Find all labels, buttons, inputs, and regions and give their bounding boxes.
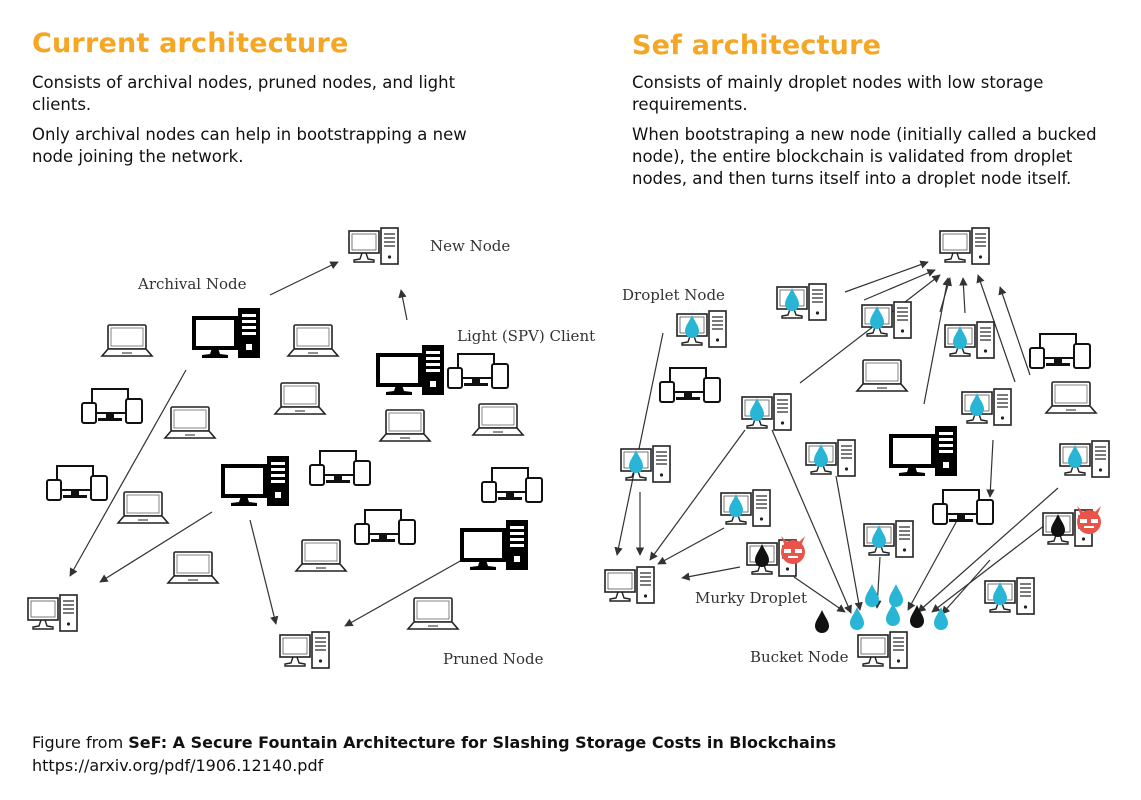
right-paragraph-2: When bootstraping a new node (initially … — [632, 125, 1097, 188]
archival-node-label: Archival Node — [137, 275, 247, 293]
droplet-icon — [850, 607, 864, 630]
new-node-label: New Node — [430, 237, 510, 255]
light-client-label: Light (SPV) Client — [457, 327, 595, 345]
bucket-node-icon — [857, 631, 908, 669]
pruned-node-icon — [279, 631, 330, 669]
left-paragraph-2: Only archival nodes can help in bootstra… — [32, 125, 467, 166]
light-client-icon — [481, 467, 543, 503]
droplet-node-label: Droplet Node — [622, 286, 725, 304]
droplet-node — [720, 489, 771, 527]
laptop-icon — [274, 382, 326, 415]
light-client-icon — [354, 509, 416, 545]
right-arrows-top — [799, 260, 1031, 405]
laptop-icon — [117, 491, 169, 524]
light-client-icon — [447, 353, 509, 389]
bucket-node-icon — [604, 566, 655, 604]
loose-droplets — [815, 584, 948, 633]
paper-title: SeF: A Secure Fountain Architecture for … — [128, 733, 837, 752]
laptop-icon — [1045, 381, 1097, 414]
murky-droplet-label: Murky Droplet — [695, 589, 807, 607]
droplet-icon — [865, 584, 879, 607]
light-client-icon — [81, 388, 143, 424]
droplet-node — [805, 439, 856, 477]
droplet-node — [741, 393, 792, 431]
laptop-icon — [167, 551, 219, 584]
left-arrows — [69, 261, 463, 627]
right-title: Sef architecture — [632, 30, 882, 61]
archival-node-icon — [889, 424, 959, 478]
archival-node-icon — [460, 518, 530, 572]
murky-droplet-node — [746, 535, 806, 577]
light-client-icon — [309, 450, 371, 486]
new-node-icon — [939, 227, 990, 265]
archival-node-icon — [376, 343, 446, 397]
laptop-icon — [164, 406, 216, 439]
left-paragraph-1: Consists of archival nodes, pruned nodes… — [32, 73, 456, 114]
left-diagram: New Node Archival Node Light (SPV) Clien… — [27, 227, 595, 669]
light-client-icon — [46, 465, 108, 501]
laptop-icon — [472, 403, 524, 436]
mask-icon — [1076, 505, 1102, 535]
laptop-icon — [101, 324, 153, 357]
figure-caption: Figure from SeF: A Secure Fountain Archi… — [32, 731, 836, 777]
droplet-icon — [889, 584, 903, 607]
droplet-node — [1059, 440, 1110, 478]
droplet-node — [620, 445, 671, 483]
archival-node-icon — [192, 306, 262, 360]
right-arrows-bottom — [771, 429, 1059, 615]
right-arrows-left — [614, 332, 746, 581]
right-diagram: Droplet Node Murky Droplet — [604, 227, 1110, 669]
droplet-node — [676, 310, 727, 348]
laptop-icon — [295, 539, 347, 572]
droplet-node — [861, 301, 912, 339]
laptop-icon — [856, 359, 908, 392]
light-client-icon — [1029, 333, 1091, 369]
right-paragraph-1: Consists of mainly droplet nodes with lo… — [632, 73, 1044, 114]
pruned-node-label: Pruned Node — [443, 650, 544, 668]
paper-url[interactable]: https://arxiv.org/pdf/1906.12140.pdf — [32, 756, 324, 775]
light-client-icon — [932, 489, 994, 525]
droplet-node — [863, 520, 914, 558]
archival-node-icon — [221, 454, 291, 508]
murky-droplet-node — [1042, 505, 1102, 547]
laptop-icon — [287, 324, 339, 357]
right-description: Consists of mainly droplet nodes with lo… — [632, 72, 1112, 198]
network-diagram: New Node Archival Node Light (SPV) Clien… — [27, 227, 1110, 669]
caption-prefix: Figure from — [32, 733, 129, 752]
droplet-node — [984, 577, 1035, 615]
droplet-node — [944, 321, 995, 359]
laptop-icon — [379, 409, 431, 442]
light-client-icon — [659, 367, 721, 403]
pruned-node-icon — [27, 594, 78, 632]
murky-droplet-icon — [815, 610, 829, 633]
new-node-icon — [348, 227, 399, 265]
droplet-node — [776, 283, 827, 321]
left-description: Consists of archival nodes, pruned nodes… — [32, 72, 502, 176]
laptop-icon — [407, 597, 459, 630]
droplet-node — [961, 388, 1012, 426]
left-title: Current architecture — [32, 28, 349, 59]
bucket-node-label: Bucket Node — [750, 648, 849, 666]
mask-icon — [780, 535, 806, 565]
